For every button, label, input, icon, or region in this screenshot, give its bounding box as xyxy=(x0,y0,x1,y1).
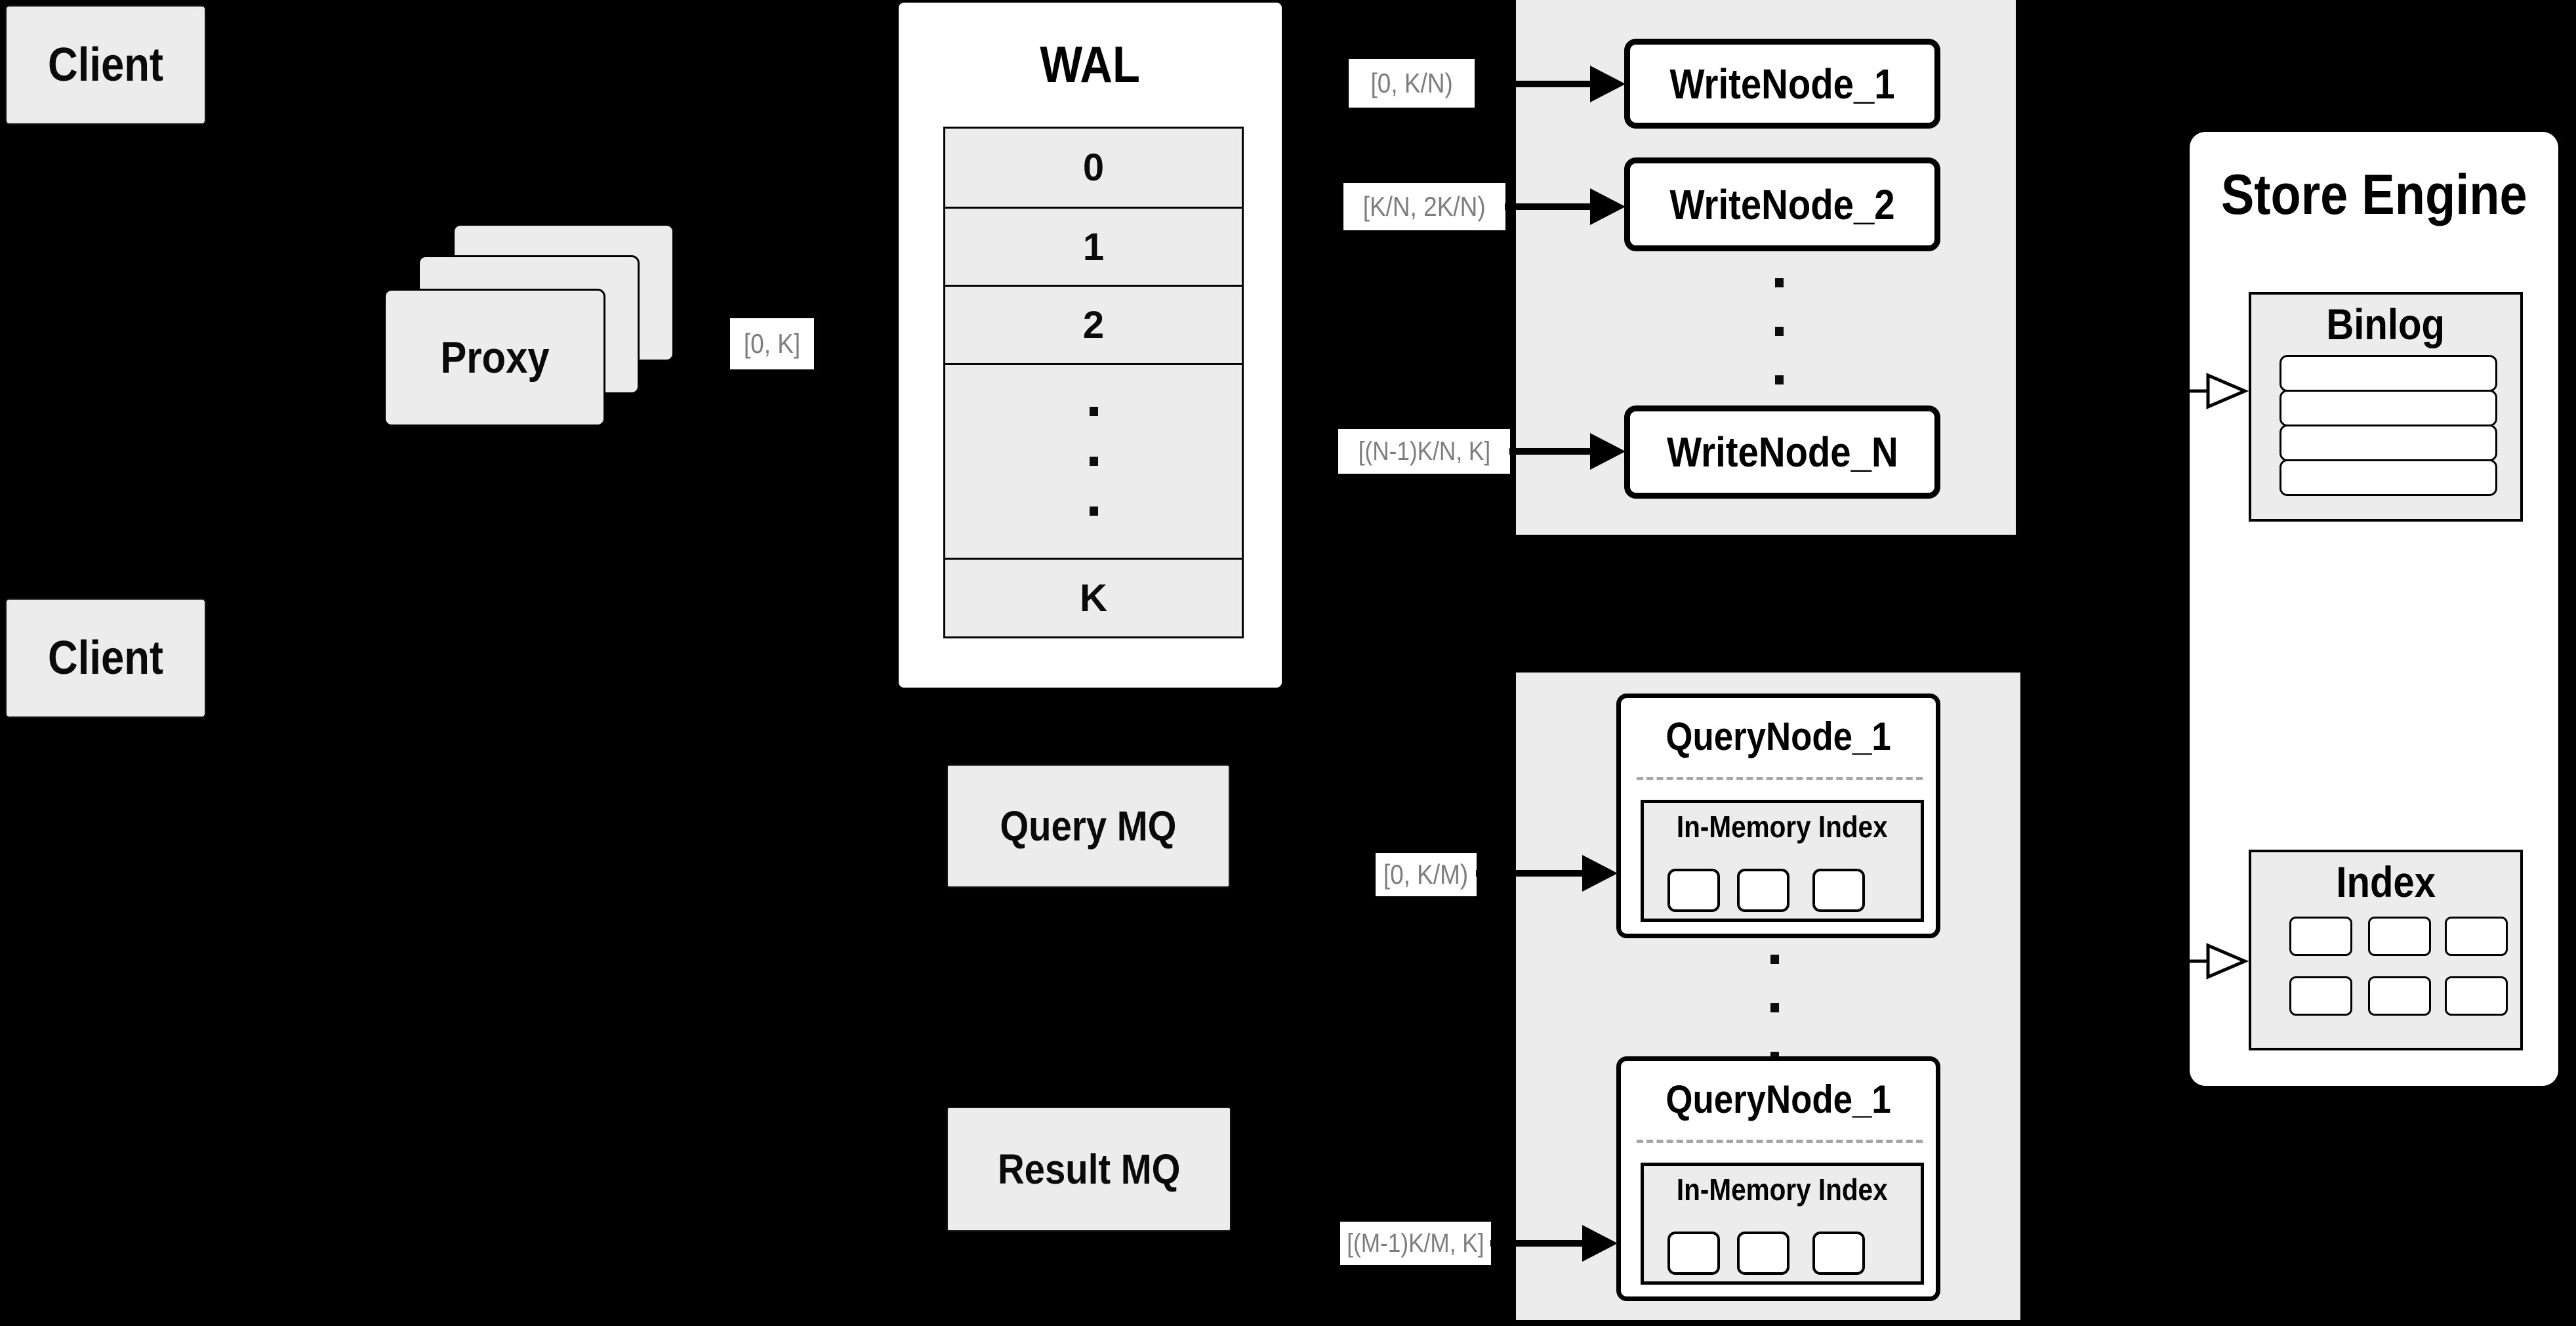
in-memory-index-box-1: In-Memory Index xyxy=(1641,800,1924,922)
index-segment xyxy=(1812,869,1865,912)
wal-title-text: WAL xyxy=(1040,35,1141,93)
wal-row-k-text: K xyxy=(1080,577,1107,619)
range-label-proxy-to-wal-text: [0, K] xyxy=(743,328,801,359)
write-node-n: WriteNode_N xyxy=(1624,405,1940,499)
proxy-card-front: Proxy xyxy=(384,289,605,426)
dashed-divider xyxy=(1637,777,1923,780)
wal-row-1: 1 xyxy=(943,207,1244,287)
write-node-2: WriteNode_2 xyxy=(1624,157,1940,251)
range-label-query-1: [0, K/M) xyxy=(1376,853,1477,896)
index-segment xyxy=(1812,1232,1865,1275)
wal-row-k: K xyxy=(943,558,1244,638)
binlog-row xyxy=(2280,459,2497,496)
range-label-proxy-to-wal: [0, K] xyxy=(730,318,814,369)
store-engine-title-text: Store Engine xyxy=(2220,163,2527,226)
range-label-query-m-text: [(M-1)K/M, K] xyxy=(1347,1228,1484,1258)
write-node-2-label: WriteNode_2 xyxy=(1669,180,1895,228)
wal-row-0-text: 0 xyxy=(1082,146,1105,189)
wal-row-1-text: 1 xyxy=(1082,225,1105,268)
wal-row-2-text: 2 xyxy=(1082,303,1105,346)
range-label-write-n: [(N-1)K/N, K] xyxy=(1338,429,1510,474)
wal-title: WAL xyxy=(899,35,1282,93)
write-node-group-panel: WriteNode_1 WriteNode_2 WriteNode_N xyxy=(1516,0,2016,535)
dashed-divider xyxy=(1637,1140,1923,1143)
query-mq-label: Query MQ xyxy=(1000,802,1177,850)
query-node-1: QueryNode_1 In-Memory Index xyxy=(1616,694,1940,938)
binlog-row xyxy=(2280,355,2497,392)
write-node-n-label: WriteNode_N xyxy=(1666,428,1898,476)
index-box: Index xyxy=(2249,850,2523,1050)
query-node-1-title: QueryNode_1 xyxy=(1621,713,1936,760)
index-cell xyxy=(2289,976,2352,1016)
index-cell xyxy=(2368,917,2431,956)
query-node-2-title-text: QueryNode_1 xyxy=(1666,1077,1891,1121)
index-cell xyxy=(2445,976,2508,1016)
index-segment xyxy=(1737,869,1789,912)
result-mq-box: Result MQ xyxy=(947,1107,1231,1232)
index-segment xyxy=(1667,869,1720,912)
client-bottom-box: Client xyxy=(5,598,206,718)
vertical-ellipsis-icon xyxy=(1089,407,1098,516)
in-memory-index-box-2: In-Memory Index xyxy=(1641,1163,1924,1285)
write-node-1: WriteNode_1 xyxy=(1624,39,1940,129)
wal-row-0: 0 xyxy=(943,127,1244,209)
range-label-write-1: [0, K/N) xyxy=(1349,59,1475,108)
client-top-box: Client xyxy=(5,5,206,125)
client-bottom-label: Client xyxy=(47,632,163,684)
query-node-2: QueryNode_1 In-Memory Index xyxy=(1616,1056,1940,1301)
binlog-box: Binlog xyxy=(2249,292,2523,522)
in-memory-index-label: In-Memory Index xyxy=(1644,1171,1921,1208)
in-memory-index-label-text: In-Memory Index xyxy=(1677,1172,1888,1207)
index-segment xyxy=(1667,1232,1720,1275)
index-segment xyxy=(1737,1232,1789,1275)
binlog-title: Binlog xyxy=(2251,300,2520,348)
query-node-2-title: QueryNode_1 xyxy=(1621,1075,1936,1123)
wal-row-ellipsis xyxy=(943,363,1244,560)
index-cell xyxy=(2289,917,2352,956)
binlog-row xyxy=(2280,425,2497,461)
range-label-query-m: [(M-1)K/M, K] xyxy=(1340,1222,1491,1265)
query-mq-box: Query MQ xyxy=(947,764,1230,888)
range-label-write-2-text: [K/N, 2K/N) xyxy=(1363,191,1486,222)
client-top-label: Client xyxy=(47,39,163,91)
index-title-text: Index xyxy=(2336,858,2436,906)
wal-log-table: 0 1 2 K xyxy=(943,127,1244,638)
index-title: Index xyxy=(2251,858,2520,906)
in-memory-index-label-text: In-Memory Index xyxy=(1677,810,1888,844)
store-engine-title: Store Engine xyxy=(2190,163,2558,226)
vertical-ellipsis-icon xyxy=(1770,955,1779,1061)
result-mq-label: Result MQ xyxy=(997,1146,1181,1193)
store-engine-panel: Store Engine Binlog Index xyxy=(2190,132,2558,1086)
index-cell xyxy=(2368,976,2431,1016)
vertical-ellipsis-icon xyxy=(1775,278,1784,384)
query-node-1-title-text: QueryNode_1 xyxy=(1666,714,1891,758)
wal-row-2: 2 xyxy=(943,285,1244,365)
binlog-rows xyxy=(2280,355,2497,496)
query-node-group-panel: QueryNode_1 In-Memory Index QueryNode_1 xyxy=(1516,673,2020,1320)
wal-panel: WAL 0 1 2 K xyxy=(897,1,1283,689)
range-label-write-n-text: [(N-1)K/N, K] xyxy=(1358,436,1490,466)
index-cell xyxy=(2445,917,2508,956)
in-memory-index-label: In-Memory Index xyxy=(1644,808,1921,845)
range-label-write-2: [K/N, 2K/N) xyxy=(1343,183,1505,230)
write-node-1-label: WriteNode_1 xyxy=(1669,60,1895,108)
binlog-row xyxy=(2280,390,2497,426)
range-label-write-1-text: [0, K/N) xyxy=(1370,68,1453,98)
binlog-title-text: Binlog xyxy=(2326,300,2445,348)
proxy-label: Proxy xyxy=(440,333,550,383)
range-label-query-1-text: [0, K/M) xyxy=(1383,859,1469,890)
